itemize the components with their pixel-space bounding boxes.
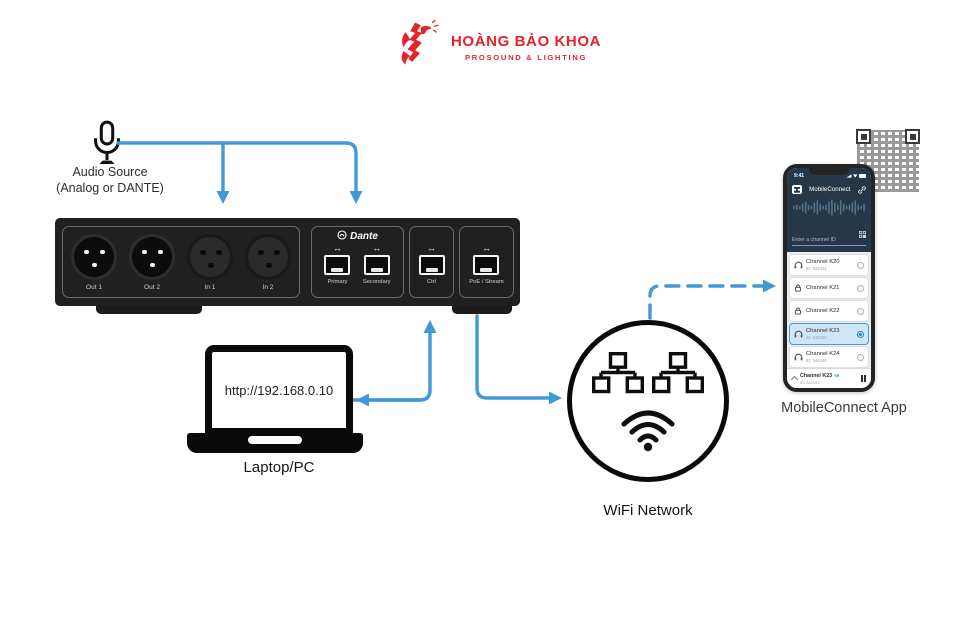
channel-radio[interactable] bbox=[857, 353, 864, 361]
dante-logo: Dante bbox=[312, 229, 403, 244]
bidirectional-arrow-icon: ↔ bbox=[332, 243, 342, 253]
arrow-ctrl-to-laptop bbox=[356, 388, 432, 407]
channel-radio[interactable] bbox=[857, 261, 864, 269]
channel-radio[interactable] bbox=[857, 284, 864, 292]
channel-radio[interactable] bbox=[857, 307, 864, 315]
laptop-screen: http://192.168.0.10 bbox=[205, 345, 353, 435]
phone-notch bbox=[809, 168, 849, 175]
phone: 9:41 MobileConnect bbox=[783, 164, 875, 392]
channel-name: Channel K20 bbox=[806, 259, 840, 265]
now-playing-id: ID: 342344 bbox=[800, 379, 820, 385]
mobileconnect-station-device: Out 1 Out 2 In 1 In 2 Dante bbox=[55, 218, 520, 306]
channel-name: Channel K22 bbox=[806, 308, 840, 314]
dante-mark-icon bbox=[337, 230, 347, 243]
rj45-port-icon bbox=[363, 255, 390, 275]
laptop-base bbox=[187, 433, 363, 453]
bidirectional-arrow-icon: ↔ bbox=[427, 243, 436, 253]
wifi-network-label: WiFi Network bbox=[603, 502, 693, 519]
rj45-port-icon bbox=[473, 255, 500, 275]
rj45-port-icon bbox=[324, 255, 351, 275]
now-playing-bar[interactable]: Channel K23 ID: 342344 bbox=[787, 368, 871, 388]
rj45-port-icon bbox=[418, 255, 445, 275]
network-tree-icon bbox=[592, 352, 644, 403]
brand-tagline: PROSOUND & LIGHTING bbox=[464, 53, 588, 62]
port-ctrl: ↔ Ctrl bbox=[418, 243, 445, 285]
bidirectional-arrow-icon: ↔ bbox=[481, 243, 491, 253]
port-secondary: ↔ Secondary bbox=[362, 243, 391, 286]
chevron-up-icon[interactable] bbox=[790, 375, 799, 384]
audio-source-label: Audio Source (Analog or DANTE) bbox=[56, 165, 164, 195]
qr-code bbox=[853, 126, 923, 196]
channel-id-input[interactable]: Enter a channel ID bbox=[792, 225, 866, 246]
arrow-laptop-to-ctrl bbox=[352, 320, 437, 402]
poe-port-group: ↔ PoE / Stream bbox=[459, 226, 514, 298]
wifi-status-icon bbox=[853, 174, 858, 178]
arrow-poe-to-wifi bbox=[475, 314, 562, 405]
channel-id-placeholder: Enter a channel ID bbox=[792, 237, 836, 243]
headphones-icon bbox=[794, 330, 803, 339]
arrow-wifi-to-phone bbox=[648, 279, 776, 320]
wifi-network-node bbox=[567, 320, 729, 482]
battery-icon bbox=[859, 174, 866, 178]
xlr-male-connector-icon bbox=[71, 233, 117, 280]
channel-list: Channel K20 ID: 342344 Channel K21 Chann… bbox=[787, 252, 871, 368]
pause-icon[interactable] bbox=[860, 375, 866, 382]
channel-row[interactable]: Channel K20 ID: 342344 bbox=[790, 255, 868, 275]
lock-icon bbox=[794, 307, 803, 315]
volume-icon bbox=[834, 373, 839, 380]
headphones-icon bbox=[794, 353, 803, 362]
dante-port-group: Dante ↔ Primary ↔ Secondary bbox=[311, 226, 404, 298]
xlr-male-connector-icon bbox=[129, 233, 175, 280]
sennheiser-logo-icon bbox=[792, 184, 802, 195]
channel-row[interactable]: Channel K22 bbox=[790, 301, 868, 321]
device-foot-right bbox=[452, 304, 512, 314]
audio-waveform bbox=[792, 199, 866, 221]
port-poe-stream: ↔ PoE / Stream bbox=[469, 243, 504, 286]
status-time: 9:41 bbox=[794, 173, 805, 179]
port-primary: ↔ Primary bbox=[324, 243, 351, 285]
status-icons bbox=[846, 174, 866, 178]
xlr-in2: In 2 bbox=[245, 233, 291, 291]
xlr-in1: In 1 bbox=[187, 233, 233, 291]
xlr-female-connector-icon bbox=[187, 233, 233, 280]
xlr-female-connector-icon bbox=[245, 233, 291, 280]
app-title: MobileConnect bbox=[809, 186, 851, 193]
channel-row[interactable]: Channel K24 ID: 342344 bbox=[790, 347, 868, 367]
xlr-out2: Out 2 bbox=[129, 233, 175, 291]
channel-radio[interactable] bbox=[857, 330, 864, 338]
wifi-signal-icon bbox=[620, 408, 676, 457]
channel-id: ID: 342344 bbox=[806, 358, 827, 363]
link-icon[interactable] bbox=[858, 181, 866, 199]
channel-name: Channel K21 bbox=[806, 285, 840, 291]
headphones-icon bbox=[794, 261, 803, 270]
channel-row[interactable]: Channel K21 bbox=[790, 278, 868, 298]
bidirectional-arrow-icon: ↔ bbox=[372, 243, 382, 253]
arrow-mic-to-dante bbox=[116, 141, 363, 204]
app-header: 9:41 MobileConnect bbox=[787, 168, 871, 252]
channel-name: Channel K24 bbox=[806, 351, 840, 357]
xlr-section: Out 1 Out 2 In 1 In 2 bbox=[62, 226, 300, 298]
channel-row[interactable]: Channel K23 ID: 342344 bbox=[790, 324, 868, 344]
lock-icon bbox=[794, 284, 803, 292]
brand-company-name: HOÀNG BẢO KHOA bbox=[451, 33, 602, 50]
now-playing-name: Channel K23 bbox=[800, 373, 833, 379]
channel-name: Channel K23 bbox=[806, 328, 840, 334]
ctrl-port-group: ↔ Ctrl bbox=[409, 226, 454, 298]
laptop-url-text: http://192.168.0.10 bbox=[224, 382, 334, 398]
device-foot-left bbox=[96, 304, 202, 314]
qr-scan-icon[interactable] bbox=[859, 225, 866, 243]
channel-id: ID: 342344 bbox=[806, 335, 827, 340]
laptop-label: Laptop/PC bbox=[243, 459, 315, 476]
brand-bird-icon bbox=[394, 18, 442, 77]
cell-signal-icon bbox=[846, 174, 852, 178]
brand-logo: HOÀNG BẢO KHOA PROSOUND & LIGHTING bbox=[394, 18, 601, 77]
xlr-out1: Out 1 bbox=[71, 233, 117, 291]
mobileconnect-app-label: MobileConnect App bbox=[781, 400, 907, 416]
channel-id: ID: 342344 bbox=[806, 266, 827, 271]
network-tree-icon bbox=[652, 352, 704, 403]
